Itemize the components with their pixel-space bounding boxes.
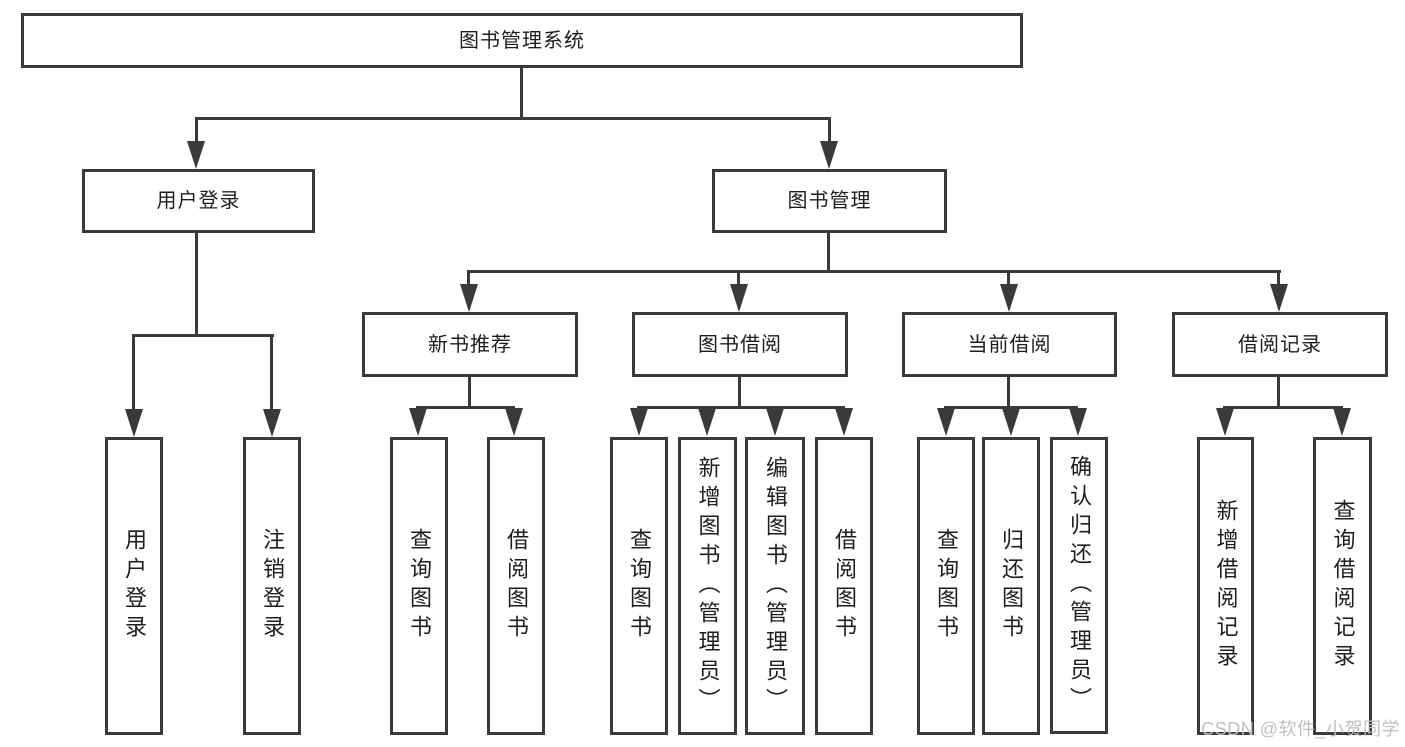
leaf-current-confirm-return-admin-label: 确认归还（管理员） bbox=[1067, 455, 1092, 716]
leaf-recommend-query-books: 查询图书 bbox=[390, 437, 448, 735]
leaf-records-query-record: 查询借阅记录 bbox=[1313, 437, 1372, 735]
leaf-logout: 注销登录 bbox=[243, 437, 301, 735]
connector bbox=[270, 334, 273, 414]
connector bbox=[1007, 270, 1010, 288]
leaf-borrow-edit-books-admin-label: 编辑图书（管理员） bbox=[763, 455, 788, 717]
arrow-down-icon bbox=[1270, 284, 1288, 312]
leaf-records-add-record: 新增借阅记录 bbox=[1197, 437, 1254, 735]
arrow-down-icon bbox=[263, 409, 281, 437]
arrow-down-icon bbox=[1002, 408, 1020, 436]
connector bbox=[737, 270, 740, 288]
leaf-current-confirm-return-admin: 确认归还（管理员） bbox=[1050, 437, 1108, 734]
node-current-borrow: 当前借阅 bbox=[902, 312, 1117, 377]
leaf-recommend-borrow-books-label: 借阅图书 bbox=[504, 528, 529, 644]
csdn-watermark: CSDN @软件_小贺同学 bbox=[1201, 719, 1400, 739]
arrow-down-icon bbox=[630, 408, 648, 436]
connector bbox=[416, 406, 515, 409]
leaf-borrow-add-books-admin: 新增图书（管理员） bbox=[678, 437, 737, 735]
connector bbox=[132, 334, 135, 414]
node-root-label: 图书管理系统 bbox=[459, 29, 585, 52]
leaf-borrow-query-books-label: 查询图书 bbox=[627, 528, 652, 644]
arrow-down-icon bbox=[698, 408, 716, 436]
arrow-down-icon bbox=[409, 408, 427, 436]
arrow-down-icon bbox=[1000, 284, 1018, 312]
leaf-recommend-borrow-books: 借阅图书 bbox=[487, 437, 545, 735]
arrow-down-icon bbox=[1333, 408, 1351, 436]
leaf-records-query-record-label: 查询借阅记录 bbox=[1330, 499, 1356, 673]
leaf-current-return-books: 归还图书 bbox=[982, 437, 1040, 735]
node-book-borrow-label: 图书借阅 bbox=[698, 333, 782, 356]
arrow-down-icon bbox=[125, 409, 143, 437]
arrow-down-icon bbox=[460, 284, 478, 312]
node-borrow-records-label: 借阅记录 bbox=[1238, 333, 1322, 356]
arrow-down-icon bbox=[820, 141, 838, 169]
node-book-management: 图书管理 bbox=[712, 169, 947, 233]
connector bbox=[195, 117, 198, 145]
arrow-down-icon bbox=[505, 408, 523, 436]
node-root: 图书管理系统 bbox=[21, 13, 1023, 68]
connector bbox=[468, 270, 1281, 273]
leaf-borrow-borrow-books-label: 借阅图书 bbox=[832, 528, 857, 644]
leaf-borrow-query-books: 查询图书 bbox=[610, 437, 668, 735]
connector bbox=[827, 233, 830, 273]
connector bbox=[520, 68, 523, 120]
leaf-borrow-edit-books-admin: 编辑图书（管理员） bbox=[745, 437, 805, 735]
leaf-borrow-borrow-books: 借阅图书 bbox=[815, 437, 873, 735]
connector bbox=[195, 117, 831, 120]
arrow-down-icon bbox=[937, 408, 955, 436]
connector bbox=[738, 377, 741, 409]
node-user-login: 用户登录 bbox=[82, 169, 315, 233]
leaf-user-login: 用户登录 bbox=[105, 437, 163, 735]
connector bbox=[468, 377, 471, 409]
arrow-down-icon bbox=[1216, 408, 1234, 436]
leaf-borrow-add-books-admin-label: 新增图书（管理员） bbox=[695, 455, 721, 717]
connector bbox=[1007, 375, 1010, 409]
connector bbox=[828, 117, 831, 145]
connector bbox=[944, 406, 1078, 409]
leaf-recommend-query-books-label: 查询图书 bbox=[407, 528, 432, 644]
node-book-management-label: 图书管理 bbox=[787, 190, 872, 212]
arrow-down-icon bbox=[766, 408, 784, 436]
arrow-down-icon bbox=[835, 408, 853, 436]
leaf-current-query-books: 查询图书 bbox=[917, 437, 975, 735]
leaf-logout-label: 注销登录 bbox=[260, 528, 285, 644]
connector bbox=[1277, 375, 1280, 409]
node-borrow-records: 借阅记录 bbox=[1172, 312, 1388, 377]
connector bbox=[1223, 406, 1343, 409]
arrow-down-icon bbox=[187, 141, 205, 169]
connector bbox=[195, 233, 198, 337]
connector bbox=[1277, 270, 1280, 288]
connector bbox=[133, 334, 274, 337]
arrow-down-icon bbox=[730, 284, 748, 312]
leaf-current-query-books-label: 查询图书 bbox=[934, 528, 959, 644]
connector bbox=[637, 406, 845, 409]
arrow-down-icon bbox=[1069, 408, 1087, 436]
node-book-borrow: 图书借阅 bbox=[632, 312, 848, 377]
node-user-login-label: 用户登录 bbox=[156, 190, 241, 212]
node-new-book-recommend-label: 新书推荐 bbox=[428, 333, 512, 356]
leaf-records-add-record-label: 新增借阅记录 bbox=[1213, 499, 1239, 673]
leaf-current-return-books-label: 归还图书 bbox=[999, 528, 1024, 644]
node-new-book-recommend: 新书推荐 bbox=[362, 312, 578, 377]
connector bbox=[467, 270, 470, 288]
leaf-user-login-label: 用户登录 bbox=[122, 528, 147, 644]
node-current-borrow-label: 当前借阅 bbox=[967, 333, 1052, 356]
